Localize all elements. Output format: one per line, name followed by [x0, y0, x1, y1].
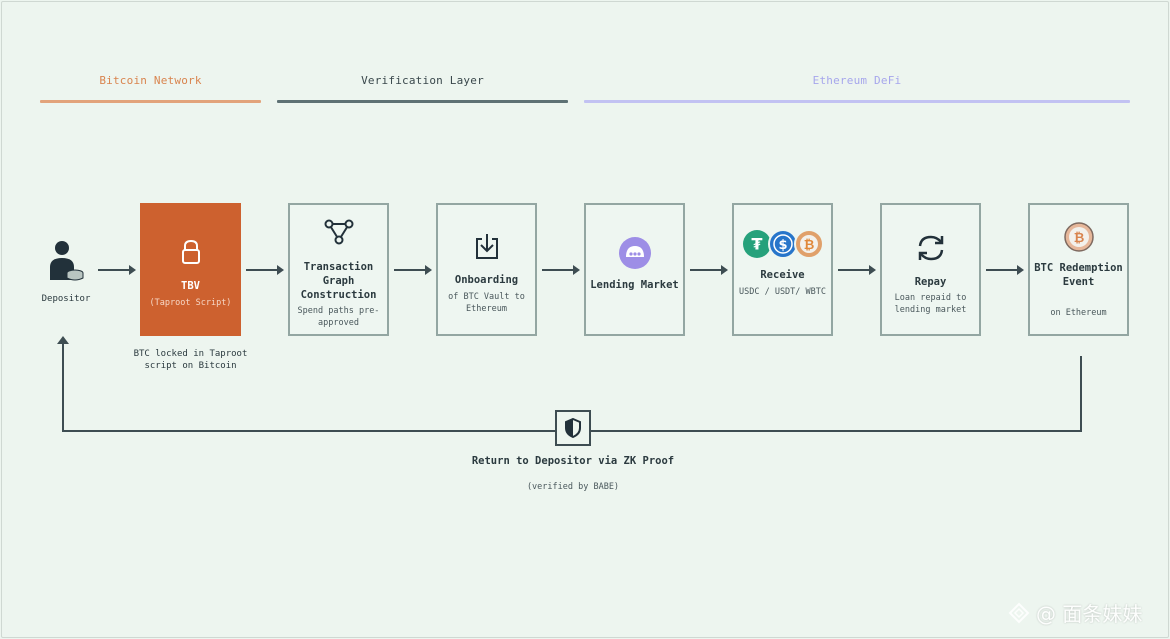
- flow-arrow: [98, 265, 136, 275]
- refresh-cycle-icon: [882, 233, 979, 263]
- step-title: Lending Market: [590, 279, 679, 291]
- watermark-text: @ 面条妹妹: [1036, 602, 1143, 626]
- watermark: @ 面条妹妹: [1008, 598, 1142, 627]
- flow-arrow: [394, 265, 432, 275]
- depositor-icon: [48, 240, 84, 284]
- flow-arrow: [690, 265, 728, 275]
- coin-symbol: $: [778, 238, 787, 253]
- download-tray-icon: [438, 233, 535, 261]
- step-subtitle: USDC / USDT/ WBTC: [739, 287, 826, 297]
- zk-proof-box: [555, 410, 591, 446]
- depositor-label: Depositor: [41, 294, 91, 304]
- step-btc-redemption: ₿ BTC Redemption Event on Ethereum: [1028, 203, 1129, 336]
- coin-symbol: ₮: [751, 235, 762, 254]
- step-receive: ₮ $ ₿ Receive USDC / USDT/ WBTC: [732, 203, 833, 336]
- lane-label-verification-layer: Verification Layer: [361, 74, 484, 87]
- flow-arrow: [246, 265, 284, 275]
- step-title: Onboarding: [454, 274, 519, 286]
- bitcoin-coin-icon: ₿: [1030, 222, 1127, 252]
- step-transaction-graph: Transaction Graph Construction Spend pat…: [288, 203, 389, 336]
- lane-line-ethereum-defi: [584, 100, 1130, 103]
- return-arrowhead: [57, 336, 69, 344]
- lane-line-verification-layer: [277, 100, 568, 103]
- return-title: Return to Depositor via ZK Proof: [471, 455, 675, 467]
- step-title: BTC Redemption Event: [1034, 262, 1123, 288]
- return-line-up: [62, 342, 64, 432]
- step-subtitle: Loan repaid to lending market: [894, 293, 967, 315]
- graph-nodes-icon: [290, 219, 387, 245]
- step-title: Receive: [760, 269, 805, 281]
- svg-text:₿: ₿: [1073, 231, 1084, 246]
- diamond-logo-icon: [1008, 602, 1030, 623]
- step-subtitle: of BTC Vault to Ethereum: [448, 292, 525, 314]
- shield-icon: [565, 418, 581, 438]
- step-onboarding: Onboarding of BTC Vault to Ethereum: [436, 203, 537, 336]
- step-subtitle: Spend paths pre-approved: [297, 306, 380, 328]
- step-repay: Repay Loan repaid to lending market: [880, 203, 981, 336]
- return-subtitle: (verified by BABE): [526, 482, 620, 492]
- step-tbv: TBV (Taproot Script): [140, 203, 241, 336]
- coin-symbol: ₿: [803, 238, 814, 253]
- tbv-caption: BTC locked in Taproot script on Bitcoin: [133, 349, 248, 371]
- flow-arrow: [542, 265, 580, 275]
- return-line-down: [1080, 356, 1082, 432]
- step-title: TBV: [181, 280, 200, 292]
- step-title: Repay: [914, 276, 947, 288]
- lane-line-bitcoin-network: [40, 100, 261, 103]
- step-subtitle: (Taproot Script): [149, 298, 232, 308]
- step-title: Transaction Graph Construction: [300, 261, 377, 301]
- step-subtitle: on Ethereum: [1050, 308, 1107, 318]
- step-lending-market: Lending Market: [584, 203, 685, 336]
- token-coins-icon: ₮ $ ₿: [734, 229, 831, 259]
- lane-label-ethereum-defi: Ethereum DeFi: [812, 74, 902, 87]
- lane-label-bitcoin-network: Bitcoin Network: [99, 74, 202, 87]
- lock-icon: [142, 239, 239, 265]
- flow-arrow: [838, 265, 876, 275]
- flow-arrow: [986, 265, 1024, 275]
- morpho-logo-icon: [586, 236, 683, 270]
